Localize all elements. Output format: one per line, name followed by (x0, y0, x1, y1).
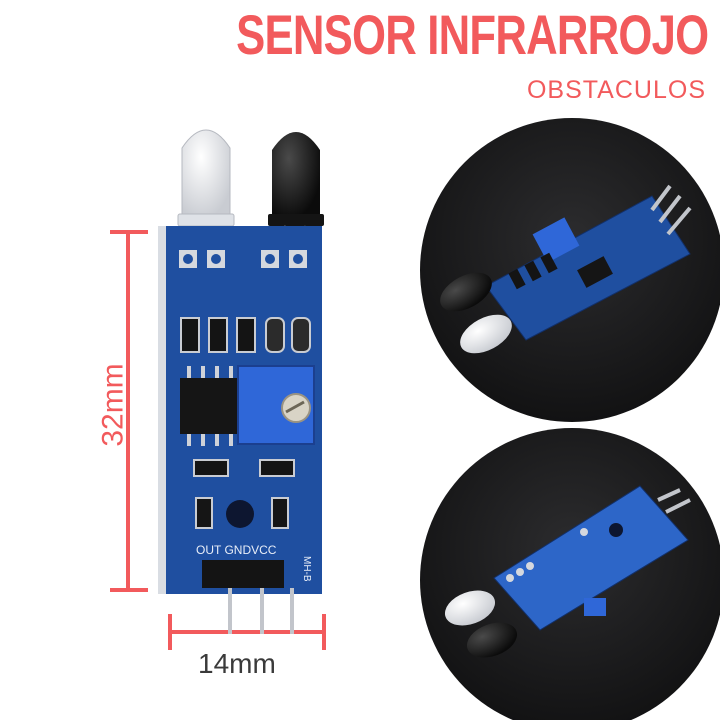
product-title: SENSOR INFRARROJO (235, 3, 709, 66)
width-dimension-label: 14mm (198, 648, 276, 679)
product-subtitle: OBSTACULOS (526, 76, 706, 104)
model-label: MH-B (301, 556, 312, 582)
top-view-photo (420, 118, 720, 422)
pin-labels: OUT GNDVCC (196, 543, 277, 557)
comparator-chip (180, 366, 240, 446)
height-dimension-line (110, 230, 148, 592)
width-dimension-line (168, 614, 326, 650)
bottom-view-photo (420, 428, 720, 720)
pcb-board: OUT GNDVCC MH-B (158, 226, 322, 634)
height-dimension-label: 32mm (96, 363, 130, 447)
potentiometer (237, 365, 315, 445)
